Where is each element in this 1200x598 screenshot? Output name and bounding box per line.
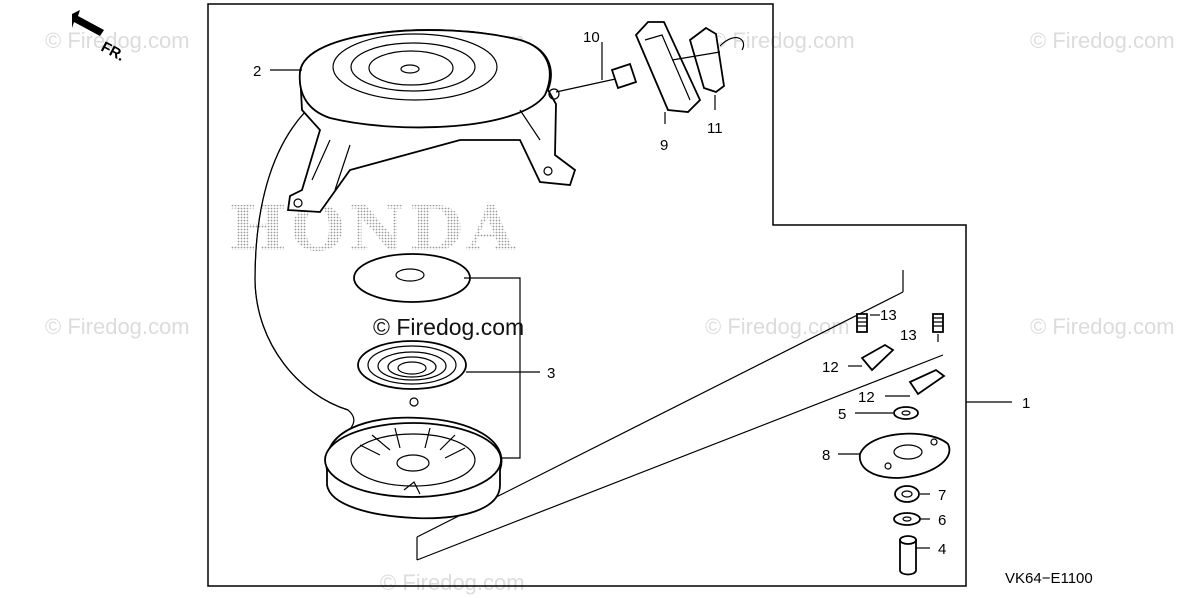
diagram-frame	[207, 3, 967, 587]
watermark-text: © Firedog.com	[45, 28, 190, 53]
drawing-code: VK64−E1100	[1005, 570, 1093, 587]
leader-lines	[270, 42, 1012, 549]
callout-label: 1	[1022, 395, 1030, 412]
callout-label: 12	[858, 389, 875, 406]
faint-watermarks: © Firedog.com © Firedog.com © Firedog.co…	[45, 28, 1175, 595]
center-watermark: © Firedog.com	[373, 314, 524, 340]
callout-label: 12	[822, 359, 839, 376]
watermark-text: © Firedog.com	[1030, 28, 1175, 53]
callout-label: 11	[707, 120, 723, 137]
callout-label: 3	[547, 365, 555, 382]
callout-label: 9	[660, 137, 668, 154]
starter-case	[286, 29, 577, 213]
callout-3-bracket	[464, 277, 540, 459]
callout-label: 5	[838, 406, 846, 423]
watermark-text: © Firedog.com	[45, 314, 190, 339]
watermark-text: © Firedog.com	[710, 28, 855, 53]
callout-label: 7	[938, 487, 946, 504]
callout-label: 6	[938, 512, 946, 529]
callout-label: 13	[880, 307, 897, 324]
callout-label: 8	[822, 447, 830, 464]
callout-label: 2	[253, 63, 261, 80]
callout-label: 13	[900, 327, 917, 344]
watermark-text: © Firedog.com	[705, 314, 850, 339]
callout-label: 10	[583, 29, 600, 46]
callouts: 1 2 3 4 5 6 7 8 9 10 11 12 12 13 13	[253, 29, 1030, 558]
spring-set	[353, 253, 471, 407]
honda-watermark: HONDA	[228, 192, 519, 265]
watermark-text: © Firedog.com	[380, 570, 525, 595]
starter-reel	[324, 416, 503, 520]
callout-label: 4	[938, 541, 946, 558]
watermark-text: © Firedog.com	[1030, 314, 1175, 339]
ratchet-parts	[856, 313, 951, 576]
starter-grip	[555, 21, 745, 113]
